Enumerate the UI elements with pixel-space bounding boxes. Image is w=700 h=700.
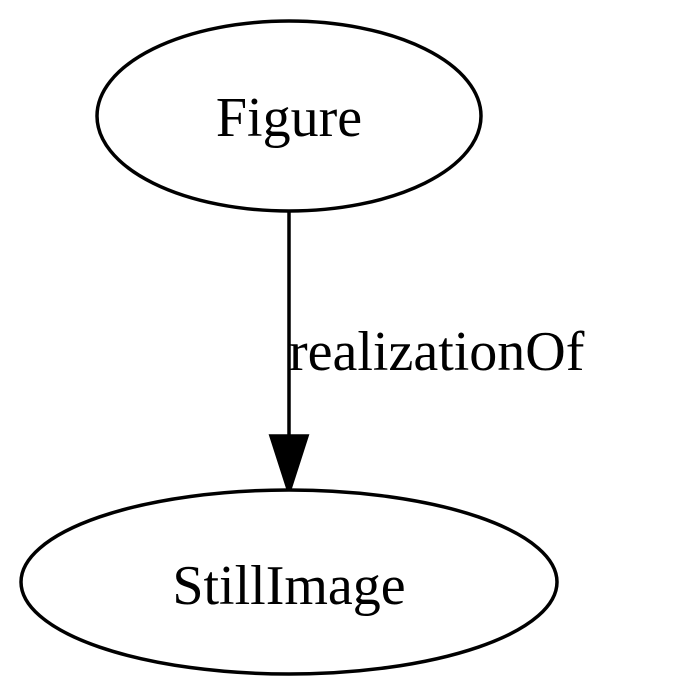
edge-realizationof[interactable]: realizationOf <box>268 212 585 498</box>
node-figure-shape <box>95 19 483 213</box>
edge-label: realizationOf <box>289 321 585 383</box>
node-stillimage[interactable]: StillImage <box>19 488 559 676</box>
arrowhead-icon <box>268 434 310 498</box>
node-figure[interactable]: Figure <box>95 19 483 213</box>
node-stillimage-label: StillImage <box>172 555 405 617</box>
node-figure-label: Figure <box>216 87 362 149</box>
node-stillimage-shape <box>19 488 559 676</box>
